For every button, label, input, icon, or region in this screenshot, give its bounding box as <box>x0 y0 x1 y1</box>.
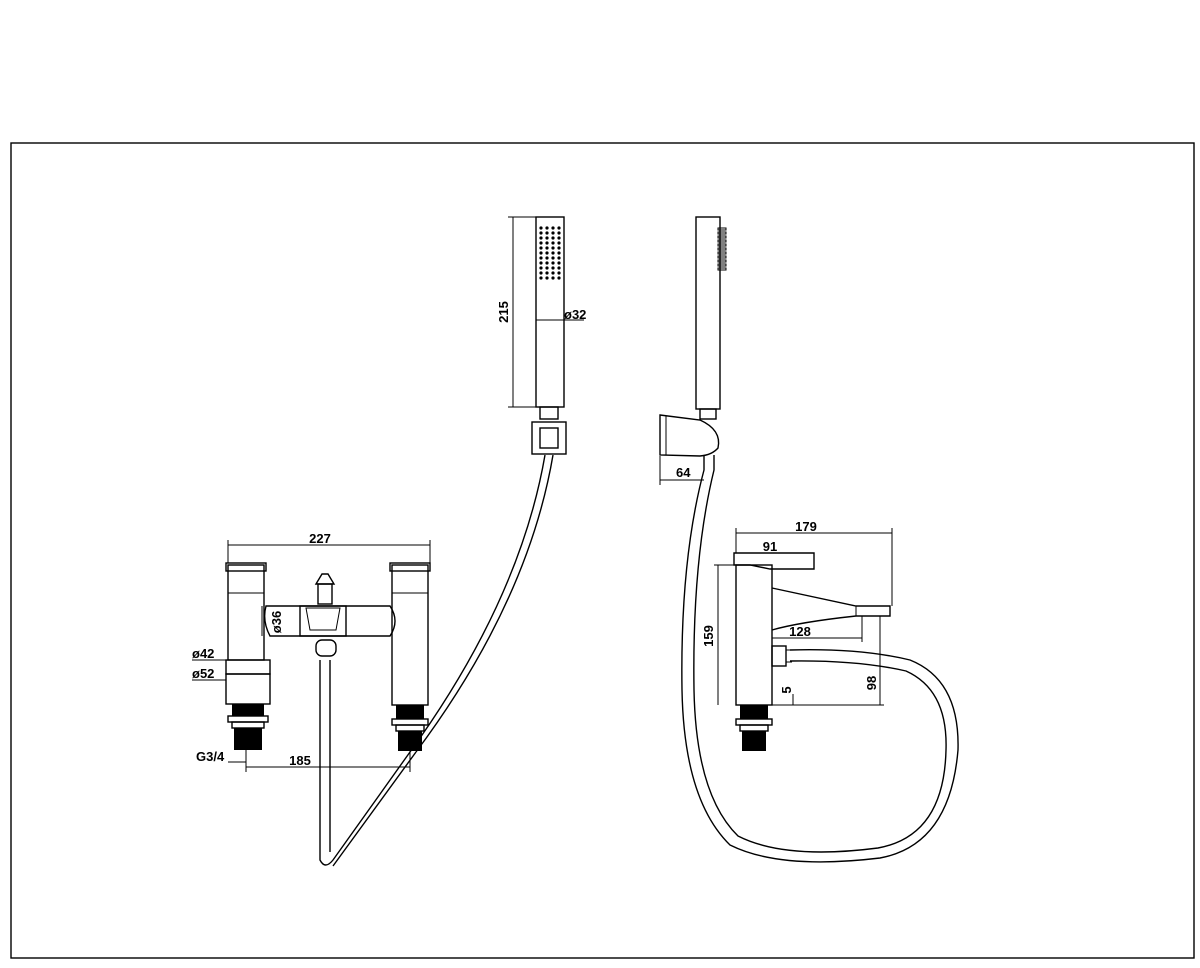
nozzle-dot <box>557 246 561 250</box>
side-nozzle-tick <box>717 251 727 255</box>
side-view: 64 179 91 159 128 98 5 <box>659 216 959 863</box>
nozzle-dot <box>545 241 549 245</box>
nozzle-dot <box>551 226 555 230</box>
nozzle-dot <box>551 231 555 235</box>
side-nozzle-tick <box>717 267 727 271</box>
nozzle-dot <box>545 236 549 240</box>
nozzle-dot <box>557 271 561 275</box>
dim-thread: G3/4 <box>196 749 225 764</box>
dim-total-depth: 179 <box>795 519 817 534</box>
dim-overall-width: 227 <box>309 531 331 546</box>
dim-handset-length: 215 <box>496 301 511 323</box>
front-hose <box>319 454 554 867</box>
dim-height: 159 <box>701 625 716 647</box>
dim-deck-offset: 5 <box>779 686 794 693</box>
nozzle-dot <box>545 251 549 255</box>
side-nozzle-tick <box>717 263 727 267</box>
dim-body-diameter: ø36 <box>269 611 284 633</box>
dim-spout-projection: 128 <box>789 624 811 639</box>
nozzle-dot <box>557 231 561 235</box>
nozzle-dot <box>557 256 561 260</box>
nozzle-dot <box>551 266 555 270</box>
nozzle-dot <box>551 241 555 245</box>
nozzle-dot <box>551 236 555 240</box>
side-nozzle-tick <box>717 227 727 231</box>
spray-nozzles <box>539 226 561 280</box>
nozzle-dot <box>557 266 561 270</box>
nozzle-dot <box>551 261 555 265</box>
nozzle-dot <box>539 276 543 280</box>
dim-base-diameter: ø52 <box>192 666 214 681</box>
nozzle-dot <box>545 231 549 235</box>
drawing-frame <box>10 142 1195 959</box>
nozzle-dot <box>539 246 543 250</box>
nozzle-dot <box>545 226 549 230</box>
nozzle-dot <box>551 251 555 255</box>
nozzle-dot <box>551 246 555 250</box>
side-handset <box>659 216 727 457</box>
side-spray-nozzles <box>717 227 727 271</box>
side-nozzle-tick <box>717 255 727 259</box>
side-nozzle-tick <box>717 243 727 247</box>
left-valve-column <box>225 562 271 750</box>
mixer-body <box>263 573 396 657</box>
nozzle-dot <box>551 256 555 260</box>
nozzle-dot <box>545 261 549 265</box>
side-nozzle-tick <box>717 259 727 263</box>
nozzle-dot <box>545 246 549 250</box>
dim-shroud-diameter: ø42 <box>192 646 214 661</box>
nozzle-dot <box>545 276 549 280</box>
nozzle-dot <box>539 251 543 255</box>
nozzle-dot <box>557 251 561 255</box>
nozzle-dot <box>539 271 543 275</box>
nozzle-dot <box>545 271 549 275</box>
dim-handset-diameter: ø32 <box>564 307 586 322</box>
front-view: 227 ø36 ø42 ø52 G3/4 185 215 ø32 <box>192 216 586 867</box>
side-nozzle-tick <box>717 235 727 239</box>
front-handset <box>531 216 567 455</box>
nozzle-dot <box>539 241 543 245</box>
side-nozzle-tick <box>717 247 727 251</box>
nozzle-dot <box>539 261 543 265</box>
dim-spout-height: 98 <box>864 676 879 690</box>
dim-centres: 185 <box>289 753 311 768</box>
dim-bracket-projection: 64 <box>676 465 691 480</box>
side-nozzle-tick <box>717 239 727 243</box>
nozzle-dot <box>557 261 561 265</box>
side-nozzle-tick <box>717 231 727 235</box>
nozzle-dot <box>539 256 543 260</box>
dim-handle-depth: 91 <box>763 539 777 554</box>
nozzle-dot <box>539 236 543 240</box>
nozzle-dot <box>551 276 555 280</box>
nozzle-dot <box>545 266 549 270</box>
nozzle-dot <box>539 266 543 270</box>
nozzle-dot <box>545 256 549 260</box>
side-hose <box>681 455 959 863</box>
nozzle-dot <box>539 226 543 230</box>
nozzle-dot <box>557 241 561 245</box>
nozzle-dot <box>557 236 561 240</box>
right-valve-column <box>389 562 431 751</box>
nozzle-dot <box>557 276 561 280</box>
nozzle-dot <box>557 226 561 230</box>
nozzle-dot <box>539 231 543 235</box>
nozzle-dot <box>551 271 555 275</box>
